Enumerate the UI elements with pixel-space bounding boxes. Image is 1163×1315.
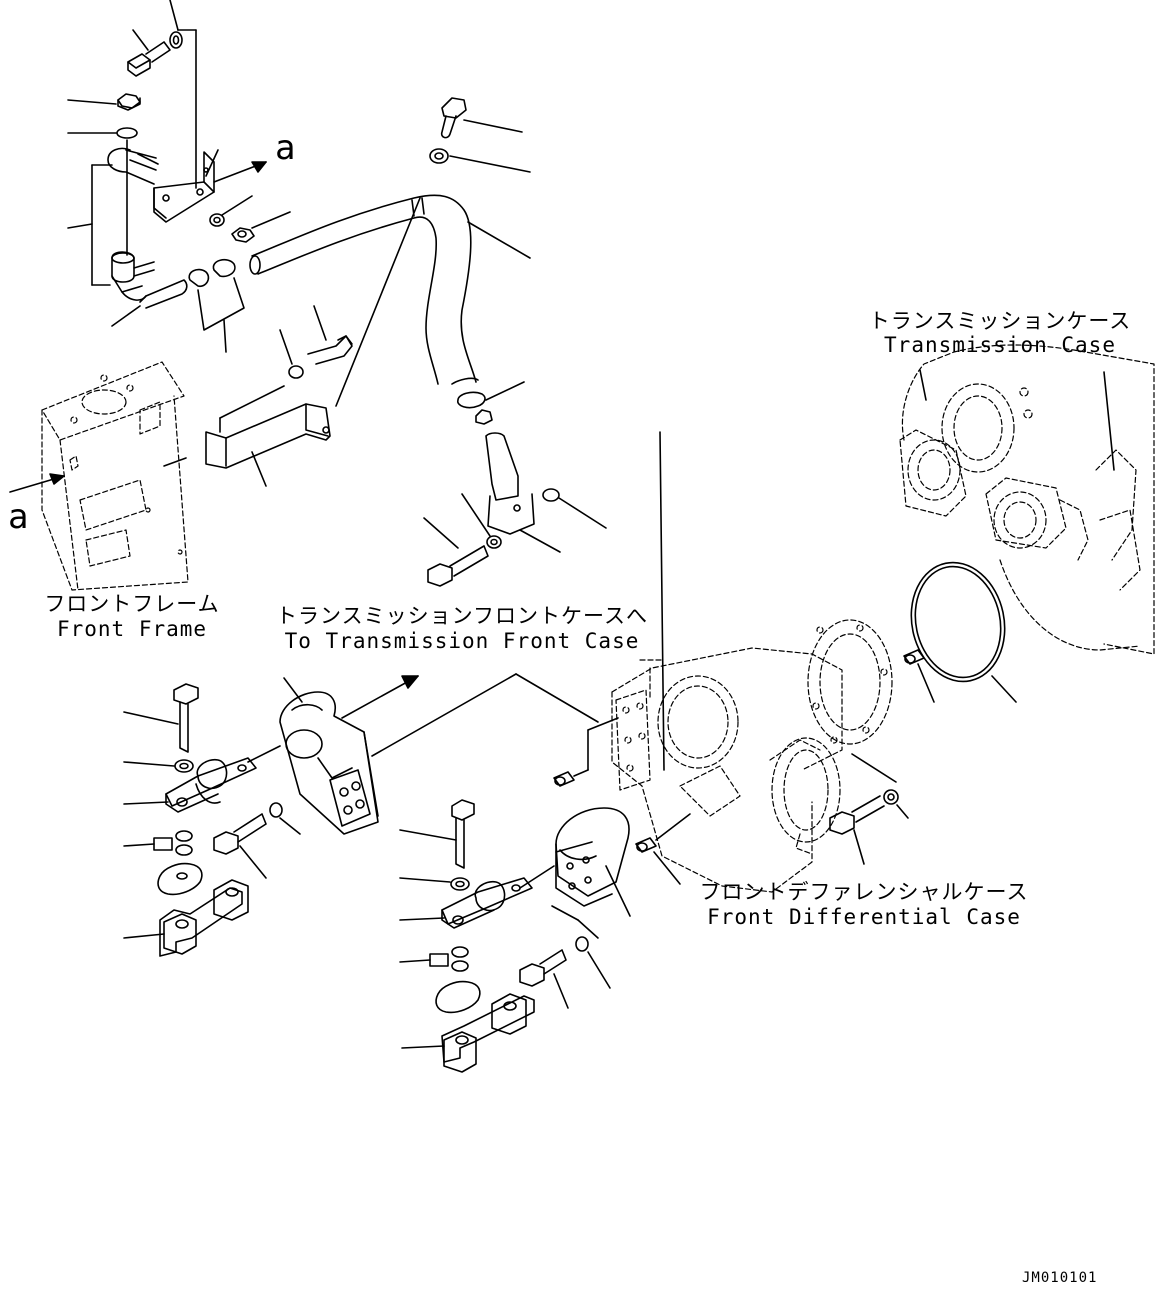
- trans-case-label-en: Transmission Case: [884, 333, 1116, 357]
- transmission-case: [900, 345, 1154, 654]
- diff-case-leader: [660, 432, 664, 770]
- drawing-code: JM010101: [1022, 1270, 1098, 1286]
- front-differential-case: [612, 620, 892, 892]
- front-diff-label-en: Front Differential Case: [707, 905, 1021, 929]
- to-trans-front-label-jp: トランスミッションフロントケースへ: [276, 604, 648, 628]
- front-frame-arrow: [10, 458, 186, 492]
- dowel-pin-left: [554, 718, 618, 786]
- trans-case-leader-2: [1104, 372, 1114, 470]
- large-o-ring: [901, 554, 1016, 702]
- marker-a-left: a: [8, 497, 29, 537]
- front-frame: [42, 362, 188, 590]
- front-frame-label-en: Front Frame: [56, 617, 208, 641]
- dowel-pin-right: [904, 650, 934, 702]
- trans-case-label-jp: トランスミッションケース: [868, 309, 1132, 333]
- center-mount-assembly: [400, 800, 630, 1072]
- hose-assembly: [206, 98, 606, 586]
- left-mount-assembly: [124, 674, 598, 956]
- diff-case-bolt: [830, 754, 908, 864]
- dowel-pin-lower: [636, 814, 690, 884]
- front-frame-label-jp: フロントフレーム: [44, 592, 220, 616]
- front-diff-label-jp: フロントデファレンシャルケース: [699, 880, 1029, 904]
- to-trans-front-label-en: To Transmission Front Case: [284, 629, 640, 653]
- trans-case-leader-1: [920, 370, 926, 400]
- marker-a-top: a: [275, 128, 296, 168]
- upper-left-fittings: [68, 0, 290, 352]
